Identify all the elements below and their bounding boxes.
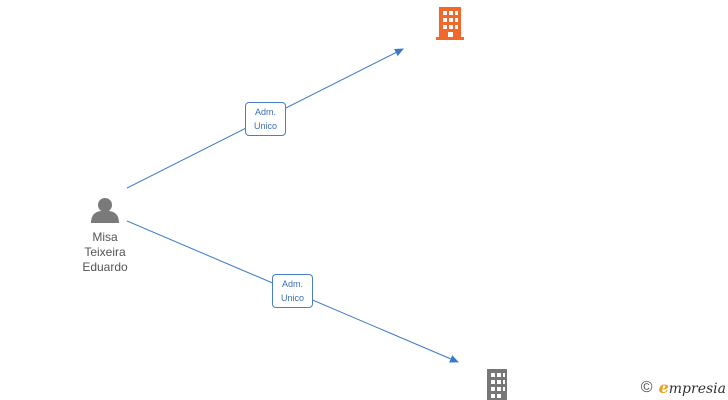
relation-label-2: Adm. Unico: [272, 274, 313, 308]
brand-initial: e: [658, 378, 669, 397]
brand-rest: mpresia: [668, 381, 726, 397]
copyright-icon: ©: [640, 378, 653, 396]
person-name-line: Teixeira: [84, 245, 126, 259]
building-icon[interactable]: [436, 7, 464, 40]
relation-label-1: Adm. Unico: [245, 102, 286, 136]
person-name[interactable]: Misa Teixeira Eduardo: [60, 230, 150, 275]
relation-role: Adm.: [281, 279, 303, 289]
relation-type: Unico: [253, 121, 277, 131]
person-name-line: Misa: [92, 230, 118, 244]
relation-role: Adm.: [254, 107, 276, 117]
person-name-line: Eduardo: [82, 260, 128, 274]
brand-logo: empresia: [659, 378, 726, 397]
empresia-watermark: © empresia: [641, 378, 726, 397]
person-icon[interactable]: [91, 198, 119, 223]
building-icon[interactable]: [487, 369, 507, 400]
relation-type: Unico: [280, 293, 304, 303]
